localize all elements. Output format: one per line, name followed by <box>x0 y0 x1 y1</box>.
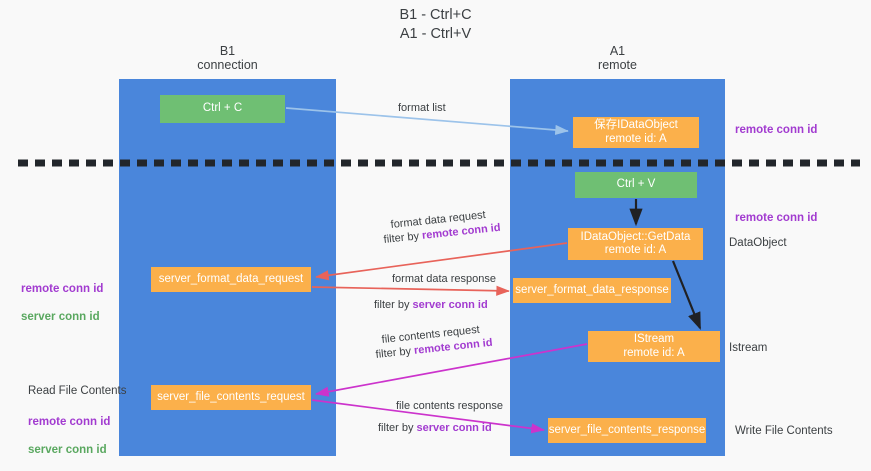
annotation-left-bottom-remote-conn-id: remote conn id <box>28 416 111 428</box>
edge-label-file-contents-response-filter: filter by server conn id <box>378 421 492 435</box>
edge-label-format-data-response-filter: filter by server conn id <box>374 298 488 312</box>
annotation-remote-conn-id-mid: remote conn id <box>735 212 818 224</box>
filter-prefix: filter by <box>383 229 423 246</box>
annotation-left-bottom-server-conn-id: server conn id <box>28 444 107 456</box>
filter-prefix: filter by <box>374 299 413 311</box>
annotation-write-file-contents: Write File Contents <box>735 425 833 437</box>
node-save-idataobject[interactable]: 保存IDataObject remote id: A <box>573 117 699 148</box>
edge-format-data-response <box>311 285 510 296</box>
swimlane-a1-label: A1 remote <box>598 44 637 72</box>
filter-prefix: filter by <box>378 422 417 434</box>
page-title: B1 - Ctrl+C A1 - Ctrl+V <box>399 7 472 42</box>
annotation-istream: Istream <box>729 342 768 354</box>
annotation-left-conn-ids: remote conn id server conn id <box>21 268 103 338</box>
filter-prefix: filter by <box>375 344 415 361</box>
annotation-left-server-conn-id: server conn id <box>21 311 100 323</box>
node-server-format-data-response[interactable]: server_format_data_response <box>513 278 671 303</box>
annotation-dataobject: DataObject <box>729 237 787 249</box>
node-ctrl-v[interactable]: Ctrl + V <box>575 172 697 198</box>
edge-label-format-data-response: format data response <box>392 273 496 285</box>
node-server-format-data-request[interactable]: server_format_data_request <box>151 267 311 292</box>
filter-value-server-conn-id: server conn id <box>416 422 492 434</box>
annotation-read-file-contents: Read File Contents <box>28 385 127 397</box>
node-ctrl-c[interactable]: Ctrl + C <box>160 95 285 123</box>
node-istream[interactable]: IStream remote id: A <box>588 331 720 362</box>
annotation-left-bottom-conn-ids: remote conn id server conn id <box>28 401 110 471</box>
node-server-file-contents-request[interactable]: server_file_contents_request <box>151 385 311 410</box>
edge-label-format-list: format list <box>398 102 446 114</box>
edge-label-file-contents-response: file contents response <box>396 400 504 412</box>
node-idataobject-getdata[interactable]: IDataObject::GetData remote id: A <box>568 228 703 260</box>
node-server-file-contents-response[interactable]: server_file_contents_response <box>548 418 706 443</box>
swimlane-b1-label: B1 connection <box>197 44 258 72</box>
annotation-left-remote-conn-id: remote conn id <box>21 283 104 295</box>
annotation-remote-conn-id-top: remote conn id <box>735 124 818 136</box>
filter-value-server-conn-id: server conn id <box>412 299 488 311</box>
